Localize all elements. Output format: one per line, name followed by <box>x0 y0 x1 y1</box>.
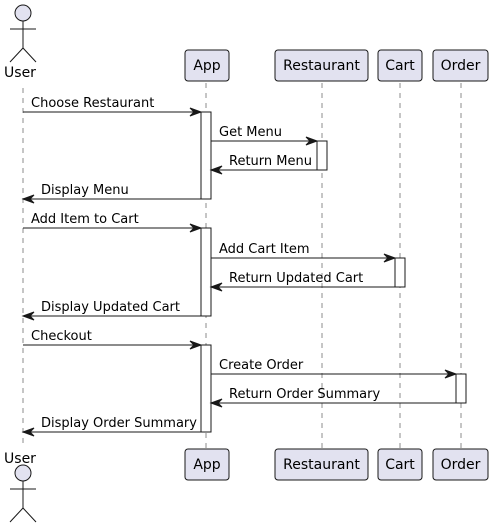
message-label-2: Get Menu <box>219 125 282 140</box>
participant-order-top <box>432 49 489 82</box>
message-label-11: Return Order Summary <box>229 387 380 402</box>
participants-top: User App Restaurant Cart Order <box>4 4 489 82</box>
participants-bottom: User App Restaurant Cart Order <box>4 448 489 523</box>
actor-leg-right <box>22 507 37 523</box>
participant-order-bottom <box>432 448 489 481</box>
message-label-9: Checkout <box>31 329 92 344</box>
arrowhead-3 <box>209 165 223 175</box>
participant-app-top <box>184 49 230 82</box>
activation-cart-1 <box>394 257 406 288</box>
activation-order-1 <box>455 373 467 404</box>
activations <box>200 111 467 433</box>
message-label-1: Choose Restaurant <box>31 96 154 111</box>
message-label-12: Display Order Summary <box>41 416 197 431</box>
participant-order-bottom-label: Order <box>441 457 481 473</box>
arrowhead-1 <box>189 107 203 117</box>
participant-app-bottom <box>184 448 230 481</box>
actor-head <box>14 4 32 22</box>
participant-cart-bottom <box>377 448 423 481</box>
arrowhead-7 <box>209 282 223 292</box>
arrowhead-9 <box>189 340 203 350</box>
participant-restaurant-top <box>274 49 369 82</box>
participant-cart-top <box>377 49 423 82</box>
message-label-3: Return Menu <box>229 154 312 169</box>
participant-app-top-label: App <box>193 58 220 74</box>
participant-restaurant-bottom <box>274 448 369 481</box>
activation-app-1 <box>200 111 212 200</box>
message-label-5: Add Item to Cart <box>31 212 139 227</box>
message-label-4: Display Menu <box>41 183 129 198</box>
participant-order-top-label: Order <box>441 58 481 74</box>
activation-app-2 <box>200 227 212 317</box>
arrowhead-12 <box>21 427 35 437</box>
arrowhead-2 <box>305 136 319 146</box>
participant-restaurant-bottom-label: Restaurant <box>283 457 360 473</box>
message-label-7: Return Updated Cart <box>229 271 363 286</box>
messages: Choose Restaurant Get Menu Return Menu D… <box>21 96 458 437</box>
message-label-8: Display Updated Cart <box>41 300 180 315</box>
arrowhead-10 <box>444 369 458 379</box>
actor-user-top <box>9 4 37 63</box>
participant-cart-bottom-label: Cart <box>385 457 415 473</box>
participant-cart-top-label: Cart <box>385 58 415 74</box>
actor-leg-left <box>9 47 24 63</box>
arrowhead-6 <box>383 253 397 263</box>
message-label-10: Create Order <box>219 358 304 373</box>
activation-app-3 <box>200 344 212 433</box>
actor-user-bottom <box>9 464 37 523</box>
arrowhead-5 <box>189 223 203 233</box>
participant-app-bottom-label: App <box>193 457 220 473</box>
message-label-6: Add Cart Item <box>219 242 310 257</box>
actor-user-bottom-label: User <box>4 451 36 467</box>
arrowhead-8 <box>21 311 35 321</box>
actor-head <box>14 464 32 482</box>
arrowhead-4 <box>21 194 35 204</box>
activation-restaurant-1 <box>316 140 328 171</box>
arrowhead-11 <box>209 398 223 408</box>
participant-restaurant-top-label: Restaurant <box>283 58 360 74</box>
actor-leg-right <box>22 47 37 63</box>
actor-leg-left <box>9 507 24 523</box>
actor-user-top-label: User <box>4 65 36 81</box>
